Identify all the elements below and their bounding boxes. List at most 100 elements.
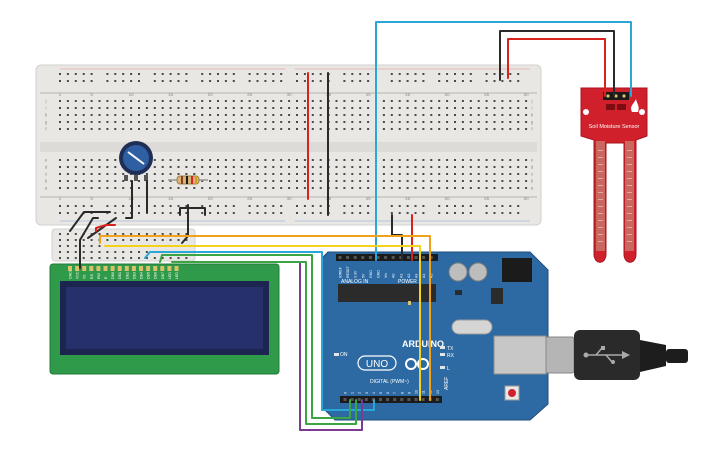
rx-led-label: RX [447, 353, 455, 359]
row-letter: j [531, 99, 533, 104]
column-number: 10 [129, 92, 135, 97]
usb-cable [545, 330, 688, 380]
lcd-pin-label: DB5 [147, 272, 151, 279]
column-number: 30 [287, 92, 293, 97]
row-letter: g [45, 120, 48, 125]
arduino-pin-label: 8 [400, 392, 404, 394]
row-letter: g [531, 120, 534, 125]
lcd-pin-label: VCC [76, 271, 80, 279]
wire-red [507, 38, 606, 97]
lcd-pin-label: DB6 [154, 272, 158, 279]
lcd-pin-label: V0 [83, 275, 87, 279]
lcd-pin [160, 266, 165, 271]
lcd-pin [131, 266, 136, 271]
row-letter: e [45, 158, 48, 163]
power-label: POWER [398, 279, 417, 285]
row-letter: h [531, 113, 534, 118]
atmega-chip [338, 284, 436, 302]
sparkfun-flame-icon [631, 99, 639, 112]
column-number: 45 [405, 92, 411, 97]
column-number: 20 [208, 92, 214, 97]
wire-black [69, 211, 111, 232]
lcd-pin [153, 266, 158, 271]
lcd-pin-label: DB0 [111, 272, 115, 279]
lcd-pin-label: LED [168, 272, 172, 279]
lcd-pin-label: DB1 [118, 272, 122, 279]
digital-pwm-label: DIGITAL (PWM~) [370, 379, 409, 385]
analog-in-label: ANALOG IN [341, 279, 369, 285]
lcd-pin [174, 266, 179, 271]
row-letter: j [45, 99, 47, 104]
potentiometer-icon [119, 141, 153, 181]
lcd-pin [146, 266, 151, 271]
lcd-pin [96, 266, 101, 271]
lcd-pin [89, 266, 94, 271]
column-number: 50 [445, 92, 451, 97]
arduino-pin-label: 13 [436, 390, 440, 394]
lcd-pin-label: DB2 [125, 272, 129, 279]
column-number: 60 [524, 196, 530, 201]
column-number: 40 [366, 196, 372, 201]
wire-black [87, 217, 117, 239]
arduino-pin-label: GND [369, 270, 373, 278]
wire-black [499, 30, 615, 97]
soil-moisture-sensor: Soil Moisture Sensor [580, 87, 648, 263]
column-number: 45 [405, 196, 411, 201]
arduino-pin-label: 11 [422, 390, 426, 394]
arduino-pin-label: 9 [407, 392, 411, 394]
arduino-pin-label: 0 [344, 392, 348, 394]
wire-green [171, 261, 357, 425]
wire-blue [375, 21, 632, 261]
capacitor-icon [468, 262, 488, 282]
aref-label: AREF [444, 377, 450, 390]
wire-red [95, 224, 116, 232]
wire-orange [99, 235, 431, 401]
lcd-pin-label: E [104, 276, 108, 279]
wires [69, 21, 632, 431]
column-number: 55 [484, 196, 490, 201]
breadboard-holes [59, 73, 528, 214]
column-number: 25 [247, 196, 253, 201]
wire-blue [144, 251, 375, 411]
lcd-pin-label: DB3 [132, 272, 136, 279]
power-jack [502, 258, 532, 282]
arduino-pin-label: A2 [407, 274, 411, 278]
row-letter: e [531, 158, 534, 163]
capacitor-icon [448, 262, 468, 282]
reset-button [508, 389, 516, 397]
arduino-infinity-logo [405, 358, 429, 370]
usb-b-port [493, 335, 547, 375]
lcd-pin-label: RS [90, 273, 94, 279]
lcd-pin-label: GND [69, 271, 73, 279]
lcd-pin [82, 266, 87, 271]
column-number: 15 [168, 92, 174, 97]
column-number: 30 [287, 196, 293, 201]
row-letter: f [45, 127, 47, 132]
arduino-pin-label: Vin [384, 273, 388, 278]
usb-plug-icon [583, 346, 630, 364]
arduino-pin-label: A0 [392, 274, 396, 278]
crystal-oscillator [451, 319, 493, 335]
lcd-pin-label: LED [175, 272, 179, 279]
arduino-pin-label: A5 [430, 274, 434, 278]
lcd-pin [110, 266, 115, 271]
lcd-pin [139, 266, 143, 271]
row-letter: c [45, 172, 48, 177]
row-letter: i [46, 106, 47, 111]
arduino-pin-label: 10 [415, 390, 419, 394]
arduino-pin-label: A4 [422, 274, 426, 278]
arduino-pin-label: 1 [351, 392, 355, 394]
lcd-pin-label: DB7 [161, 272, 165, 279]
arduino-pin-label: 6 [386, 392, 390, 394]
l-led-label: L [447, 366, 450, 372]
sensor-label: Soil Moisture Sensor [589, 124, 640, 130]
wire-yellow [104, 245, 421, 401]
regulator [491, 288, 503, 304]
lcd-pin [75, 266, 80, 271]
